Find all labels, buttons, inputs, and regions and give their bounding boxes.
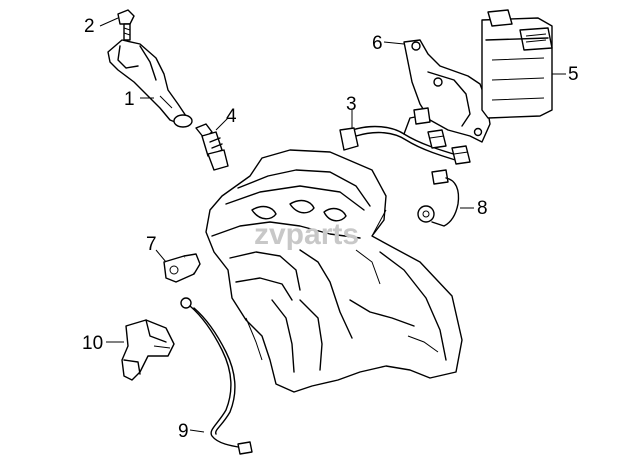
- callout-1: 1: [124, 89, 135, 110]
- callout-labels: 2 1 4 3 5 6 7 8 9 10: [82, 16, 579, 442]
- callout-9: 9: [178, 421, 189, 442]
- callout-7: 7: [146, 234, 157, 255]
- position-sensor-small: [163, 253, 201, 283]
- sensor-wire-lead: [180, 297, 253, 455]
- callout-leaders: [99, 17, 566, 433]
- ecm-module: [481, 9, 553, 119]
- watermark-text: zvparts: [254, 218, 359, 251]
- wiring-harness: [339, 107, 471, 165]
- spark-plug: [195, 123, 229, 171]
- watermark: zvparts: [254, 218, 359, 251]
- callout-5: 5: [568, 64, 579, 85]
- position-sensor-large: [121, 319, 175, 381]
- callout-4: 4: [226, 106, 237, 127]
- engine-assembly: [205, 149, 463, 393]
- ecm-bracket: [403, 39, 491, 143]
- callout-10: 10: [82, 333, 103, 354]
- knock-sensor-lead: [417, 169, 460, 227]
- callout-3: 3: [346, 94, 357, 115]
- callout-8: 8: [477, 198, 488, 219]
- bolt: [117, 9, 135, 41]
- ignition-coil: [107, 39, 193, 128]
- callout-6: 6: [372, 33, 383, 54]
- callout-2: 2: [84, 16, 95, 37]
